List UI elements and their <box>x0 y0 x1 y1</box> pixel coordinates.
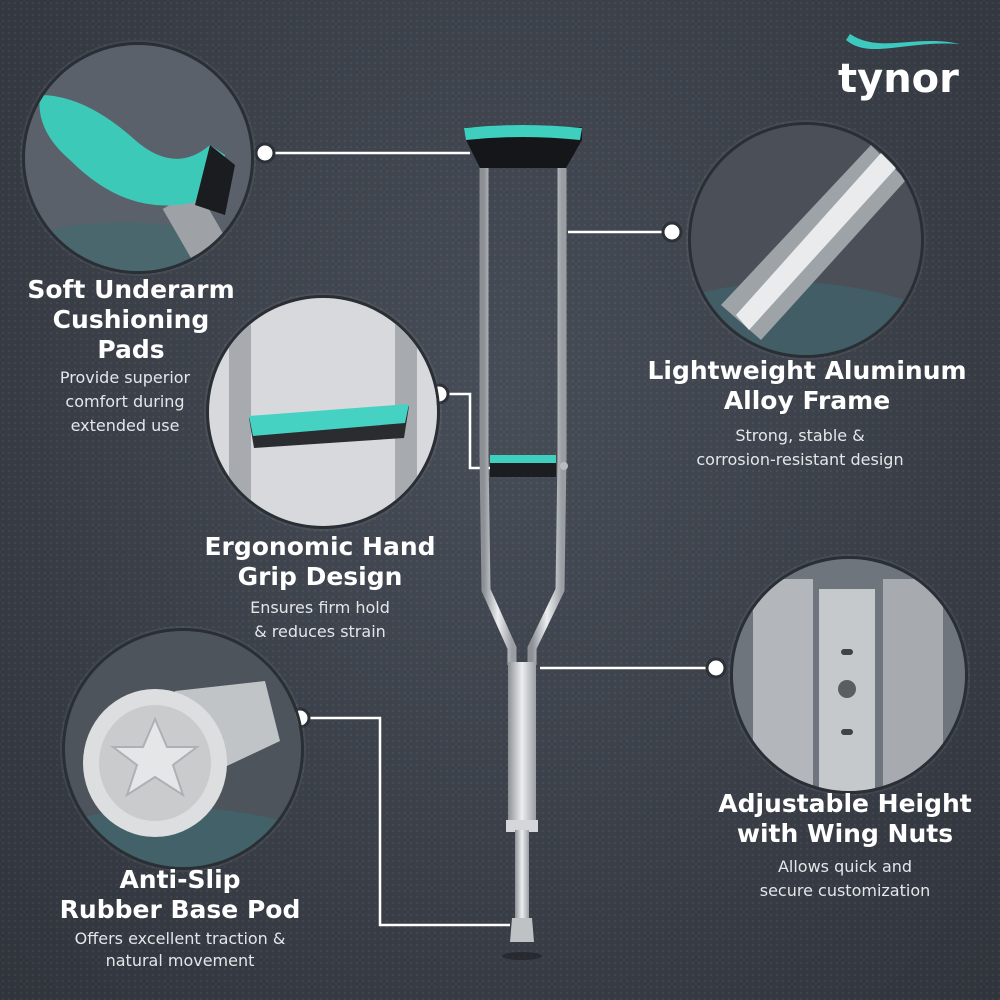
height-title-line-2: with Wing Nuts <box>736 819 954 848</box>
brand-logo: tynor <box>838 56 959 102</box>
grip-desc-line-2: & reduces strain <box>254 622 386 641</box>
grip-title-line-1: Ergonomic Hand <box>204 532 436 561</box>
frame-title-line-1: Lightweight Aluminum <box>647 356 967 385</box>
grip-desc-line-1: Ensures firm hold <box>250 598 390 617</box>
brand-swoosh-icon <box>846 34 960 50</box>
underarm-desc-line-1: Provide superior <box>59 368 191 387</box>
hand-grip-photo <box>206 295 440 529</box>
base-title-line-2: Rubber Base Pod <box>59 895 301 924</box>
underarm-title-line-3: Pads <box>97 335 165 364</box>
underarm-pad-photo <box>22 42 254 274</box>
wing-nut-photo <box>730 556 968 794</box>
height-desc-line-2: secure customization <box>759 881 931 900</box>
height-desc-line-1: Allows quick and <box>777 857 913 876</box>
frame-title-line-2: Alloy Frame <box>723 386 891 415</box>
underarm-desc-line-2: comfort during <box>65 392 185 411</box>
aluminum-frame-photo <box>688 122 924 358</box>
base-desc-line-2: natural movement <box>105 951 255 970</box>
frame-desc-line-1: Strong, stable & <box>735 426 865 445</box>
underarm-title-line-1: Soft Underarm <box>27 275 235 304</box>
underarm-title-line-2: Cushioning <box>52 305 210 334</box>
underarm-desc-line-3: extended use <box>70 416 180 435</box>
base-title-line-1: Anti-Slip <box>119 865 241 894</box>
base-desc-line-1: Offers excellent traction & <box>74 929 286 948</box>
frame-desc-line-2: corrosion-resistant design <box>696 450 904 469</box>
height-title-line-1: Adjustable Height <box>718 789 972 818</box>
grip-title-line-2: Grip Design <box>237 562 403 591</box>
rubber-base-photo <box>62 628 304 870</box>
